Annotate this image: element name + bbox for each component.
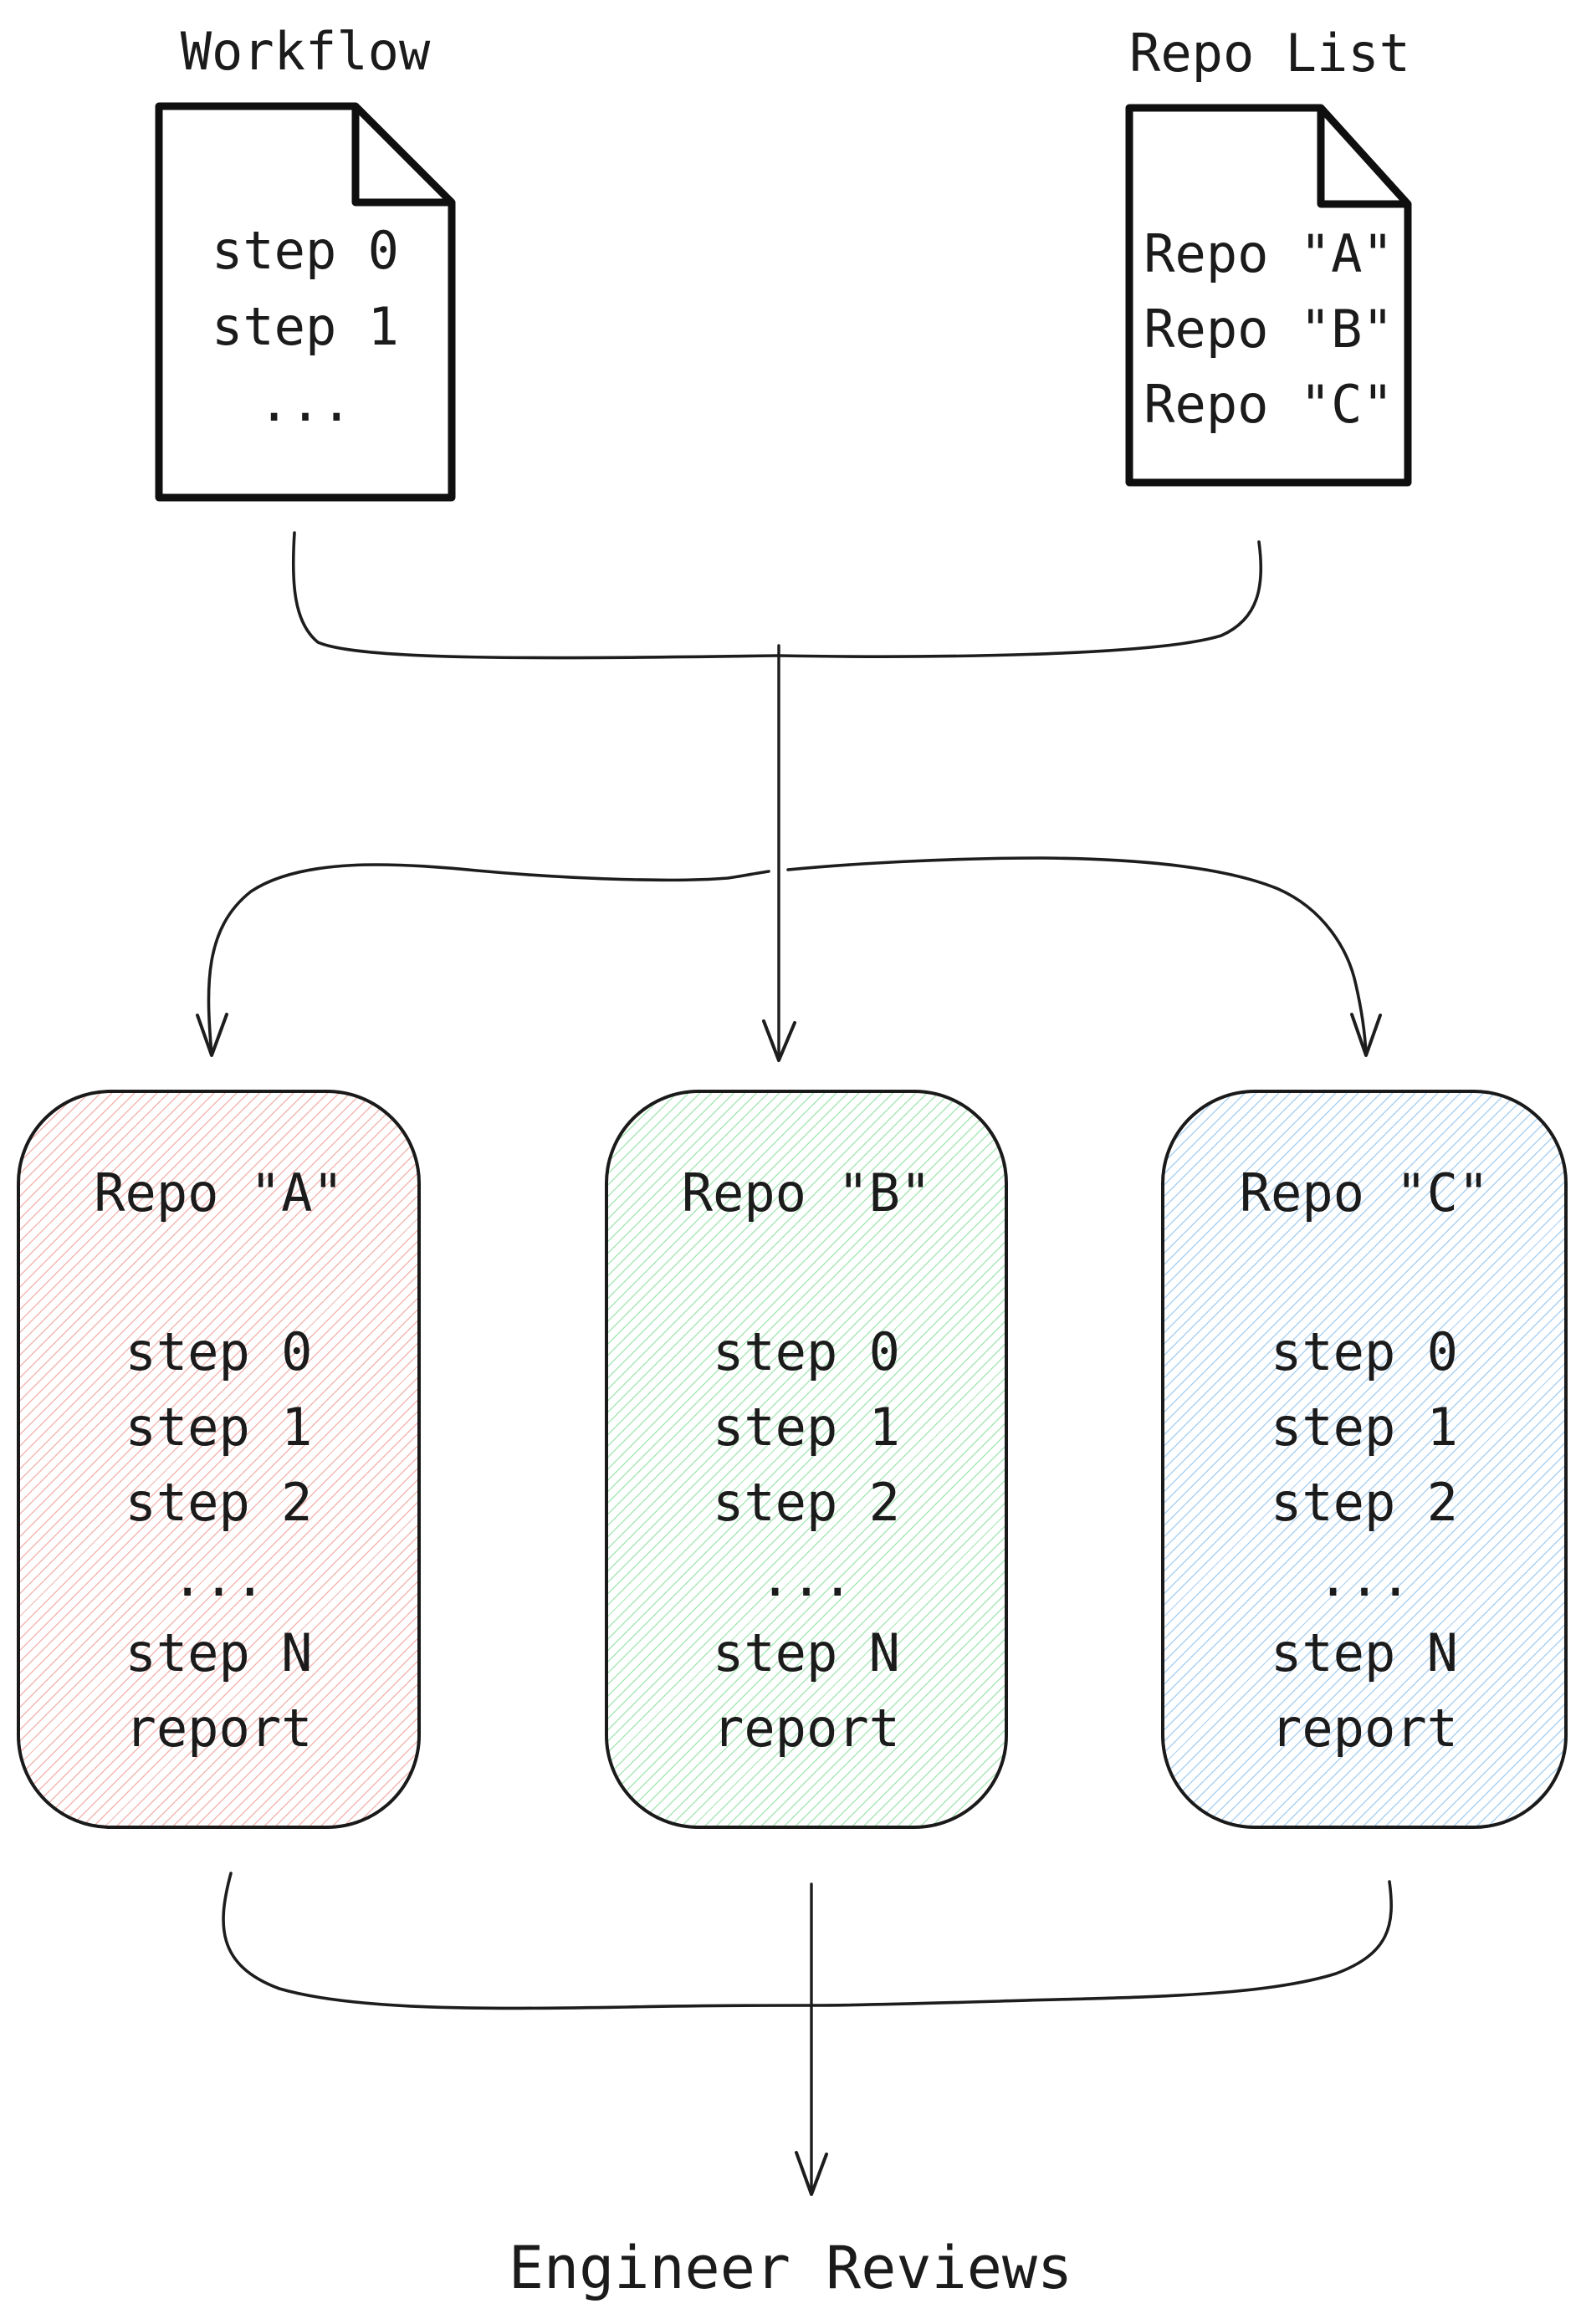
repo-list-document-title: Repo List	[1129, 23, 1410, 84]
card-spacer	[1164, 1231, 1564, 1315]
repo-c-step-line: step 0	[1271, 1321, 1458, 1382]
repo-c-step-line: ...	[1318, 1547, 1411, 1608]
merge-arrow-from-repo-list	[777, 540, 1263, 658]
collect-arrow-from-repo-a	[222, 1872, 813, 2010]
repo-a-step-line: ...	[171, 1547, 266, 1608]
repo-b-step-line: step 2	[713, 1472, 900, 1533]
repo-b-step-line: report	[713, 1698, 900, 1759]
repo-a-card: Repo "A" step 0 step 1 step 2 ... step N…	[17, 1090, 421, 1829]
repo-list-doc-line: Repo "B"	[1144, 299, 1394, 360]
workflow-doc-line: step 1	[212, 296, 399, 357]
repo-b-card: Repo "B" step 0 step 1 step 2 ... step N…	[605, 1090, 1008, 1829]
repo-c-card: Repo "C" step 0 step 1 step 2 ... step N…	[1161, 1090, 1568, 1829]
repo-c-step-line: step 1	[1271, 1397, 1458, 1458]
repo-list-doc-line: Repo "A"	[1144, 223, 1394, 284]
repo-c-card-title: Repo "C"	[1239, 1162, 1490, 1223]
repo-a-card-title: Repo "A"	[94, 1162, 344, 1223]
repo-b-step-line: step 0	[713, 1321, 900, 1382]
engineer-reviews-label: Engineer Reviews	[508, 2234, 1073, 2302]
repo-a-step-line: step N	[125, 1622, 313, 1683]
workflow-doc-line: step 0	[212, 220, 399, 281]
workflow-document-body: step 0 step 1 ...	[159, 212, 452, 441]
arrowhead-repo-c	[1350, 1013, 1382, 1057]
workflow-doc-line: ...	[258, 372, 352, 433]
repo-a-step-line: report	[125, 1698, 313, 1759]
merge-arrow-from-workflow	[291, 531, 780, 660]
repo-a-step-line: step 2	[125, 1472, 313, 1533]
repo-c-step-line: step N	[1271, 1622, 1458, 1683]
repo-a-step-line: step 1	[125, 1397, 313, 1458]
card-spacer	[608, 1231, 1005, 1315]
dispatch-arrow-to-repo-a	[207, 863, 770, 1056]
repo-b-step-line: step N	[713, 1622, 900, 1683]
repo-list-doc-line: Repo "C"	[1144, 374, 1394, 435]
repo-list-document-body: Repo "A" Repo "B" Repo "C"	[1129, 217, 1408, 442]
repo-b-step-line: step 1	[713, 1397, 900, 1458]
repo-a-step-line: step 0	[125, 1321, 313, 1382]
dispatch-arrow-to-repo-c	[786, 856, 1368, 1056]
repo-list-document-fold-icon	[1317, 108, 1408, 208]
workflow-document-title: Workflow	[180, 21, 431, 82]
repo-b-card-title: Repo "B"	[681, 1162, 932, 1223]
card-spacer	[20, 1231, 417, 1315]
arrowhead-repo-b	[762, 1019, 796, 1062]
repo-c-step-line: report	[1271, 1698, 1458, 1759]
repo-c-step-line: step 2	[1271, 1472, 1458, 1533]
arrowhead-engineer-reviews	[795, 2151, 828, 2196]
workflow-document-fold-icon	[351, 106, 452, 207]
repo-b-step-line: ...	[760, 1547, 853, 1608]
collect-arrow-from-repo-c	[810, 1880, 1393, 2007]
arrowhead-repo-a	[196, 1013, 228, 1057]
